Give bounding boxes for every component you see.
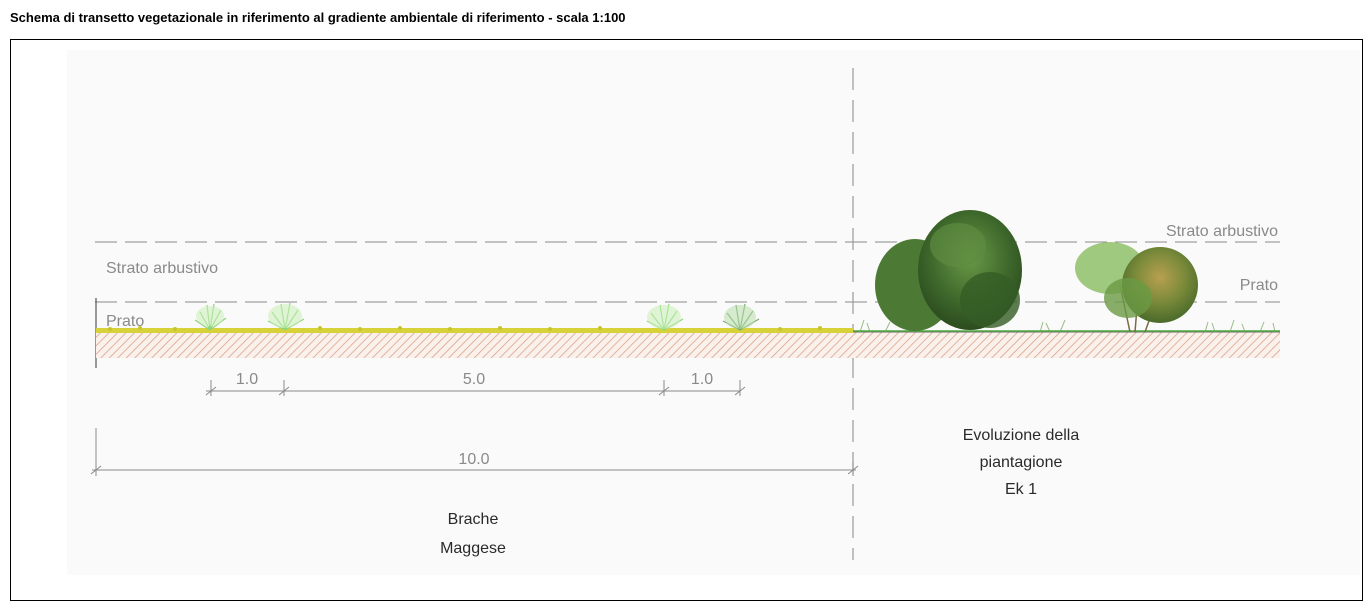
dimension-label-1: 1.0 bbox=[236, 371, 258, 388]
dimension-label-2: 5.0 bbox=[463, 371, 485, 388]
shrub-icon-4 bbox=[722, 303, 760, 331]
diagram-frame bbox=[10, 39, 1363, 601]
soil-right bbox=[853, 332, 1280, 358]
total-dimension-label: 10.0 bbox=[458, 451, 489, 468]
diagram-title: Schema di transetto vegetazionale in rif… bbox=[10, 10, 626, 25]
shrub-icon-3 bbox=[646, 303, 684, 331]
strato-arbustivo-label-left: Strato arbustivo bbox=[106, 260, 218, 277]
shrub-cluster-icon bbox=[1075, 242, 1198, 333]
wild-grass-right bbox=[859, 319, 1276, 333]
grass-strip-left bbox=[96, 328, 853, 333]
tree-icon bbox=[875, 210, 1022, 331]
prato-label-left: Prato bbox=[106, 313, 144, 330]
dimension-label-3: 1.0 bbox=[691, 371, 713, 388]
soil-left bbox=[96, 332, 853, 358]
caption-ek1: Ek 1 bbox=[1005, 481, 1037, 498]
grass-tufts-left bbox=[108, 326, 822, 331]
shrub-icon-1 bbox=[194, 303, 227, 331]
shrub-icon-2 bbox=[267, 302, 305, 331]
prato-label-right: Prato bbox=[1240, 277, 1278, 294]
total-dimension-line bbox=[90, 428, 859, 476]
caption-evoluzione: Evoluzione della bbox=[963, 427, 1080, 444]
caption-piantagione: piantagione bbox=[980, 454, 1063, 471]
caption-maggese: Maggese bbox=[440, 540, 506, 557]
caption-brache: Brache bbox=[448, 511, 499, 528]
strato-arbustivo-label-right: Strato arbustivo bbox=[1166, 223, 1278, 240]
dimension-line-row bbox=[205, 380, 746, 396]
